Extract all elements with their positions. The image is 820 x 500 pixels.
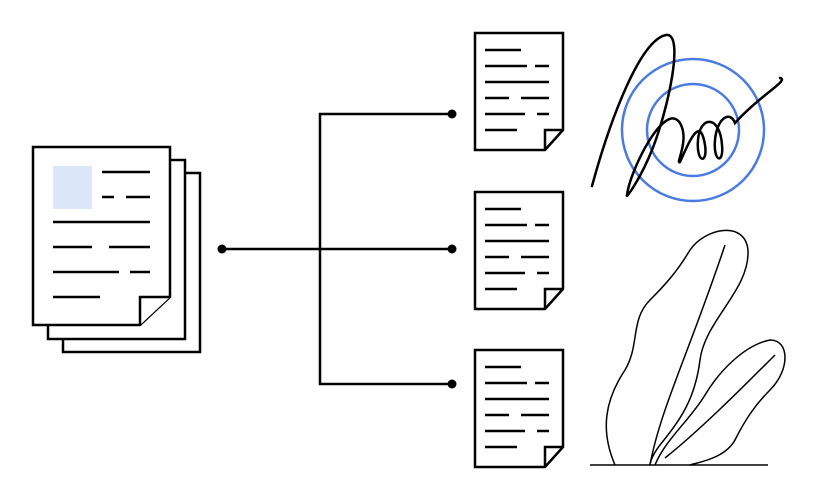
image-placeholder (53, 166, 92, 209)
page-fold (138, 295, 170, 325)
connector-dot-1 (447, 109, 457, 119)
leaf-right (654, 339, 786, 466)
connector-dot-3 (447, 379, 457, 389)
output-document-3 (473, 348, 565, 469)
text-lines (485, 365, 549, 449)
page-fold (543, 445, 563, 467)
leaf-stem (649, 244, 726, 466)
text-lines (485, 207, 549, 291)
text-lines (53, 170, 150, 299)
outer-ring (620, 57, 766, 203)
signature-stamp (590, 33, 784, 203)
source-document-stack (31, 145, 202, 354)
leaf-left (605, 229, 749, 466)
output-document-1 (473, 31, 565, 152)
text-lines (485, 48, 549, 132)
inner-ring (645, 82, 741, 178)
page (473, 190, 565, 311)
connector-dot-2 (447, 244, 457, 254)
connector (217, 109, 457, 389)
output-document-2 (473, 190, 565, 311)
signature (590, 33, 784, 197)
page-fold (543, 128, 563, 150)
page (473, 348, 565, 469)
plant (590, 229, 786, 466)
leaf-right-vein (664, 354, 776, 459)
page-fold (543, 287, 563, 309)
page (473, 31, 565, 152)
